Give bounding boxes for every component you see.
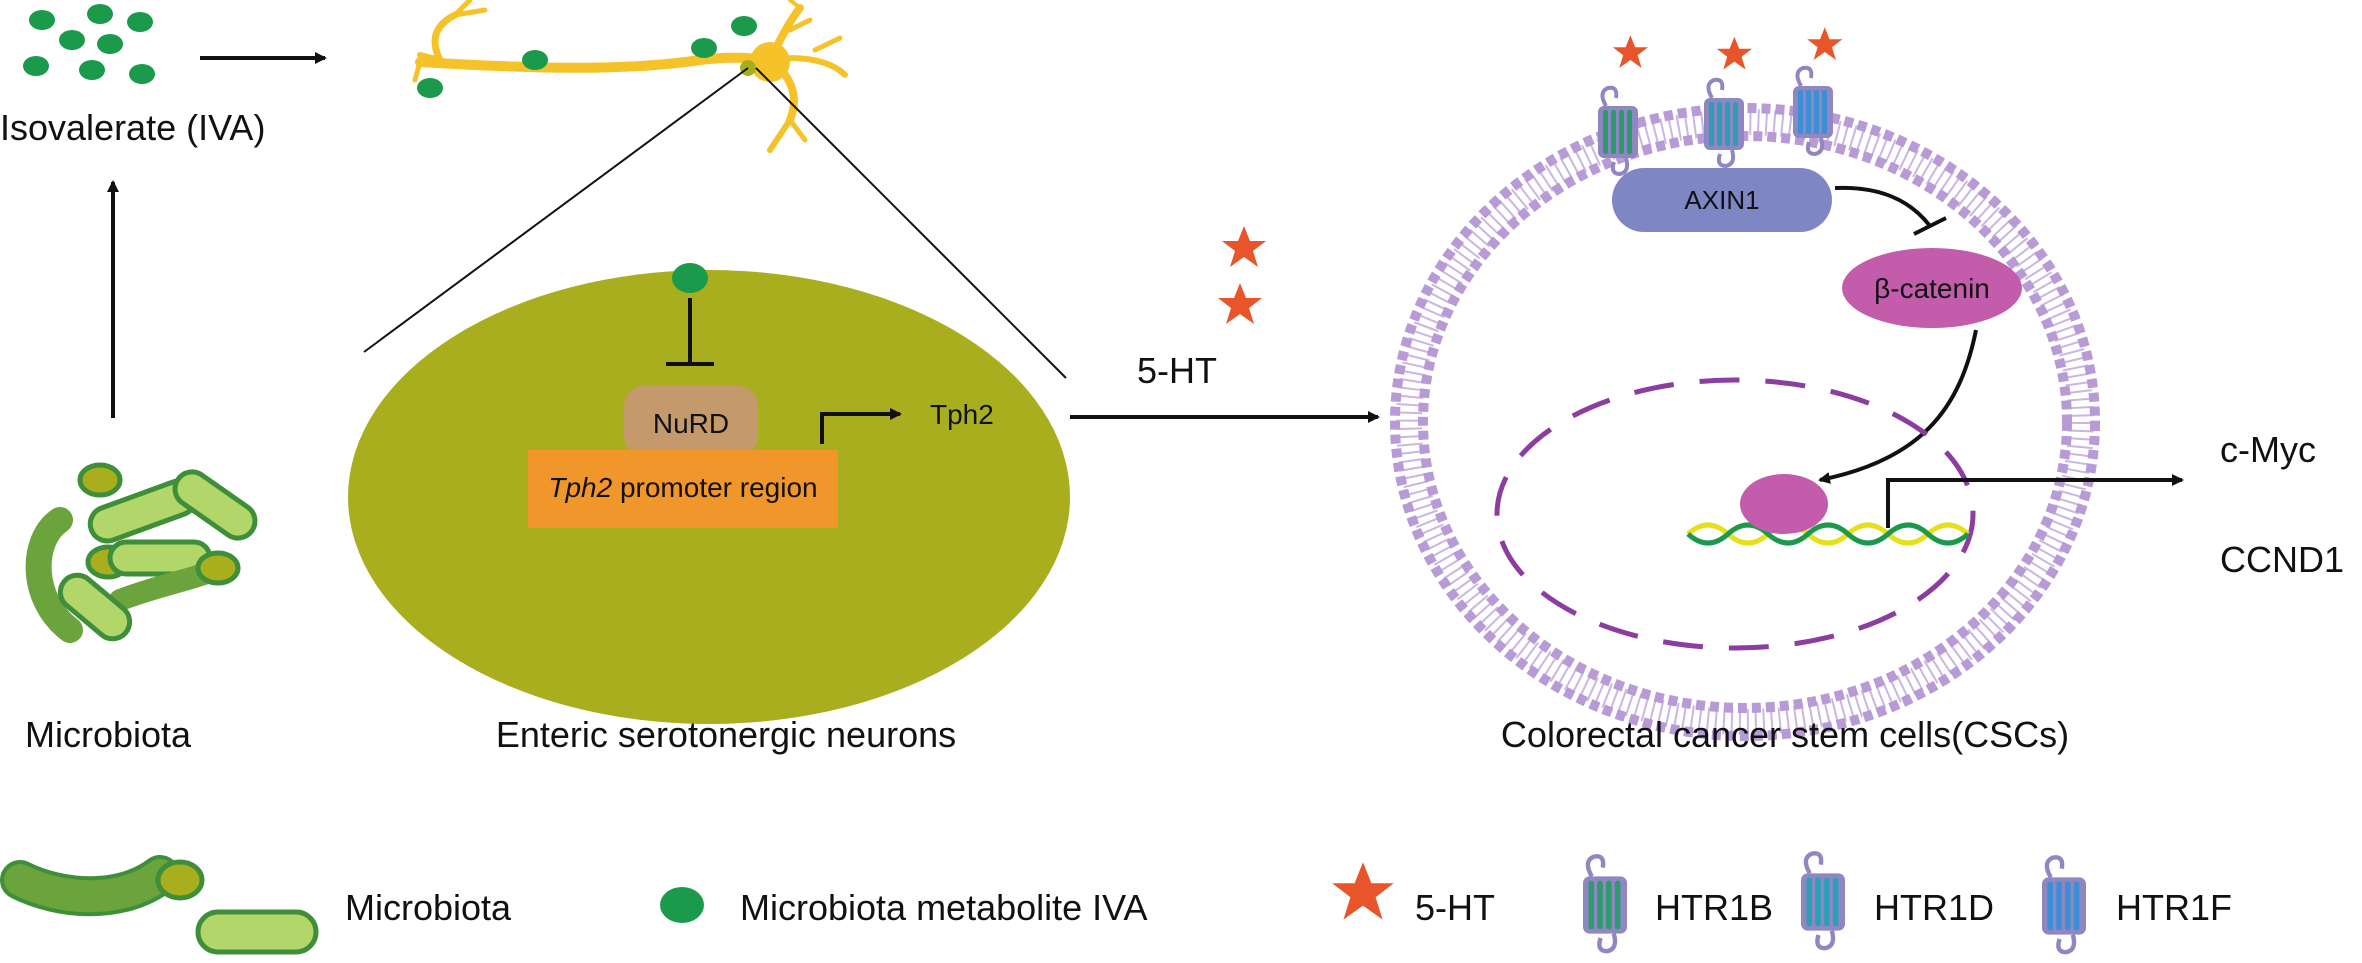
axin1-inhibition-bar xyxy=(1913,216,1947,236)
target-genes-arrow xyxy=(1886,474,2184,528)
legend-coccus xyxy=(155,859,205,901)
neurons-label: Enteric serotonergic neurons xyxy=(496,714,956,755)
iva-dots-on-neuron xyxy=(417,16,757,98)
transcription-arrow xyxy=(820,408,902,444)
legend-star xyxy=(1332,862,1394,920)
cmyc-label: c-Myc xyxy=(2220,429,2316,470)
nurd-label: NuRD xyxy=(653,408,729,439)
receptor-star-3 xyxy=(1807,27,1843,60)
legend-iva-dot xyxy=(660,887,704,923)
bacteria-cluster xyxy=(25,462,258,643)
legend-rod xyxy=(195,909,319,955)
zoom-line-left xyxy=(363,67,749,353)
receptor-star-2 xyxy=(1716,36,1752,70)
promoter-rest: promoter region xyxy=(612,472,817,503)
serotonin-star-1 xyxy=(1222,226,1266,267)
ccnd1-label: CCND1 xyxy=(2220,539,2344,580)
serotonin-label: 5-HT xyxy=(1137,350,1217,391)
cscs-label: Colorectal cancer stem cells(CSCs) xyxy=(1501,714,2069,755)
receptor-star-1 xyxy=(1612,35,1648,68)
receptor-htr1d xyxy=(1702,77,1746,168)
beta-catenin-nuclear xyxy=(1740,474,1828,534)
legend-htr1f: HTR1F xyxy=(2116,887,2232,928)
legend-htr1d-icon xyxy=(1801,853,1845,948)
axin1-inhibition xyxy=(1834,185,1932,228)
tph2-label: Tph2 xyxy=(930,399,994,430)
legend-htr1d: HTR1D xyxy=(1874,887,1994,928)
neuron-soma xyxy=(750,42,790,82)
dna-strand-green xyxy=(1686,522,1970,546)
axin1-label: AXIN1 xyxy=(1684,185,1759,215)
legend-serotonin: 5-HT xyxy=(1415,887,1495,928)
iva-label: Isovalerate (IVA) xyxy=(0,107,265,148)
promoter-gene: Tph2 xyxy=(548,472,612,503)
nurd-box xyxy=(624,386,758,456)
promoter-label: Tph2 promoter region xyxy=(548,472,817,503)
cell-membrane xyxy=(1390,103,2100,741)
beta-catenin-label: β-catenin xyxy=(1874,273,1990,304)
legend: Microbiota Microbiota metabolite IVA 5-H… xyxy=(0,853,2232,955)
zoom-line-right xyxy=(755,67,1067,379)
iva-inhibitor-dot xyxy=(672,263,708,293)
promoter-box xyxy=(528,450,838,528)
legend-htr1b-icon xyxy=(1583,856,1627,951)
serotonin-star-2 xyxy=(1218,283,1262,324)
nuclear-envelope xyxy=(1494,377,1976,651)
beta-catenin-oval xyxy=(1842,248,2022,328)
dna-strand-yellow xyxy=(1686,522,1970,546)
axin1-box xyxy=(1612,168,1832,232)
legend-iva: Microbiota metabolite IVA xyxy=(740,887,1148,928)
legend-htr1b: HTR1B xyxy=(1655,887,1773,928)
legend-htr1f-icon xyxy=(2042,857,2086,952)
legend-microbiota: Microbiota xyxy=(345,887,512,928)
iva-dots-cluster xyxy=(23,4,155,84)
microbiota-label: Microbiota xyxy=(25,714,192,755)
beta-catenin-arrow xyxy=(1818,329,1978,484)
